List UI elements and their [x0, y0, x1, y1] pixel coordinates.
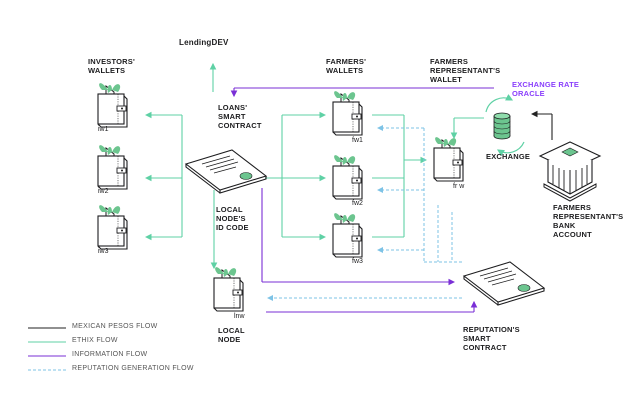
wallet-lnw-icon — [213, 266, 244, 312]
loans-contract-device-icon — [185, 149, 267, 194]
exchange-label: EXCHANGE — [486, 152, 531, 161]
wallet-fw1-caption: fw1 — [352, 137, 363, 144]
wallet-iw1-caption: iw1 — [98, 126, 109, 133]
exchange-cycle-arrows-icon — [485, 94, 525, 157]
exchange-coins-icon — [493, 112, 511, 140]
information-flow-lines — [230, 87, 494, 313]
legend-ethix-label: ETHIX FLOW — [72, 337, 118, 344]
bank-building-icon — [538, 141, 602, 202]
wallet-fw3-caption: fw3 — [352, 258, 363, 265]
loans-smart-contract-label: LOANS' SMART CONTRACT — [218, 103, 262, 130]
lendingdev-label: LendingDEV — [179, 38, 229, 47]
mxn-flow-lines — [530, 110, 553, 140]
wallet-iw3-icon — [97, 204, 128, 250]
farmers-wallets-label: FARMERS' WALLETS — [326, 57, 367, 75]
local-node-id-code-label: LOCAL NODE'S ID CODE — [216, 205, 249, 232]
wallet-fw2-icon — [332, 154, 363, 200]
wallet-iw2-caption: iw2 — [98, 188, 109, 195]
legend-info-label: INFORMATION FLOW — [72, 351, 148, 358]
wallet-fw3-icon — [332, 212, 363, 258]
reputation-smart-contract-label: REPUTATION'S SMART CONTRACT — [463, 325, 520, 352]
wallet-iw3-caption: iw3 — [98, 248, 109, 255]
reputation-contract-device-icon — [463, 261, 545, 306]
wallet-fw2-caption: fw2 — [352, 200, 363, 207]
wallet-lnw-caption: lnw — [234, 313, 245, 320]
wallet-fw1-icon — [332, 90, 363, 136]
farmers-representant-wallet-label: FARMERS REPRESENTANT'S WALLET — [430, 57, 501, 84]
legend-mxn-label: MEXICAN PESOS FLOW — [72, 323, 158, 330]
wallet-iw2-icon — [97, 144, 128, 190]
ethix-flow-lines — [144, 62, 484, 270]
bank-account-label: FARMERS REPRESENTANT'S BANK ACCOUNT — [553, 203, 624, 239]
legend-lines — [28, 327, 66, 371]
local-node-label: LOCAL NODE — [218, 326, 245, 344]
wallet-iw1-icon — [97, 82, 128, 128]
investors-wallets-label: INVESTORS' WALLETS — [88, 57, 135, 75]
reputation-flow-lines — [267, 125, 462, 301]
legend-reputation-label: REPUTATION GENERATION FLOW — [72, 365, 194, 372]
wallet-frw-icon — [433, 136, 464, 182]
exchange-rate-oracle-label: EXCHANGE RATE ORACLE — [512, 80, 580, 98]
wallet-frw-caption: fr w — [453, 183, 465, 190]
